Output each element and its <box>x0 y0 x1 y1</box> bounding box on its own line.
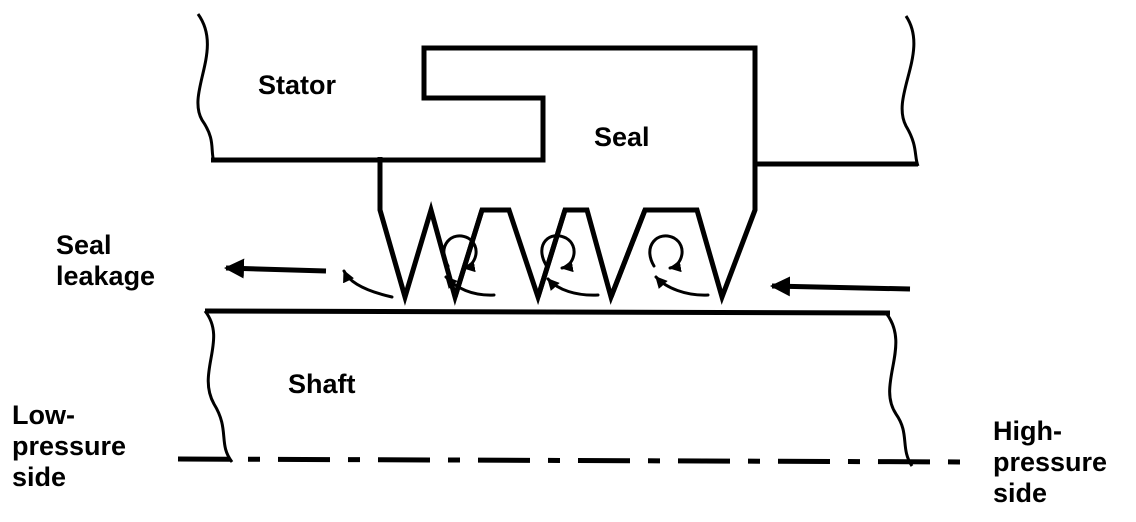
stator-lower-edge <box>211 45 918 167</box>
vortex-2 <box>540 234 600 297</box>
low-pressure-label-line2: pressure <box>12 431 127 461</box>
shaft-right-break <box>884 312 914 467</box>
stator-label: Stator <box>258 70 337 100</box>
vortex-3 <box>648 234 710 297</box>
seal-label: Seal <box>594 122 650 152</box>
stator-right-break <box>900 15 920 167</box>
low-pressure-label-line1: Low- <box>12 400 75 430</box>
shaft-left-break <box>203 310 234 463</box>
high-pressure-side-label: High- pressure side <box>993 416 1107 509</box>
shaft-centerline <box>177 456 976 465</box>
low-pressure-label-line3: side <box>12 462 67 492</box>
shaft-top-edge <box>204 308 891 316</box>
shaft-label: Shaft <box>288 369 356 399</box>
high-pressure-label-line2: pressure <box>993 447 1108 477</box>
exit-flow-arrow <box>342 269 394 299</box>
seal-leakage-label: Seal leakage <box>56 230 155 292</box>
seal-inner-walls <box>452 209 648 298</box>
high-pressure-label-line1: High- <box>993 416 1062 446</box>
seal-leakage-arrow <box>224 258 327 279</box>
vortex-1 <box>442 234 496 297</box>
low-pressure-side-label: Low- pressure side <box>12 400 126 493</box>
high-pressure-label-line3: side <box>993 478 1048 508</box>
inlet-flow-arrow <box>770 276 911 297</box>
seal-body <box>377 157 758 306</box>
seal-leakage-label-line2: leakage <box>56 261 156 291</box>
stator-left-break <box>196 13 216 163</box>
seal-leakage-label-line1: Seal <box>56 230 112 260</box>
